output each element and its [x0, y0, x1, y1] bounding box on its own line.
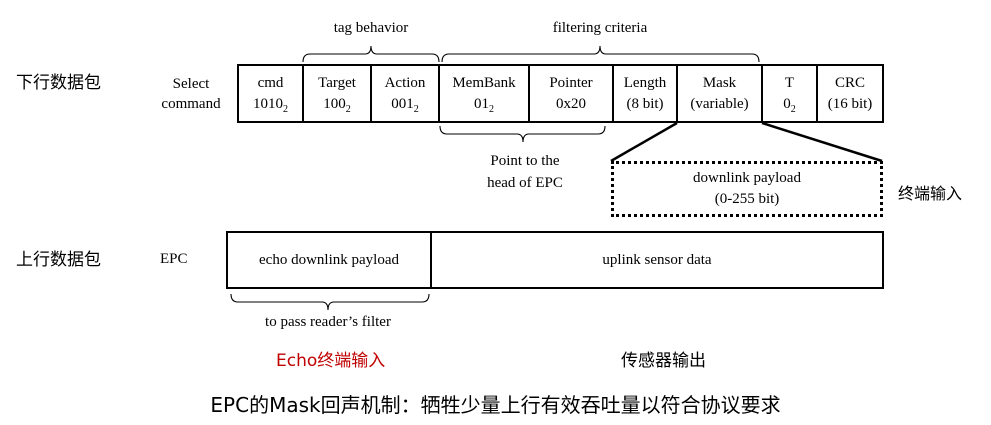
field-target-value: 1002 [323, 95, 351, 115]
field-crc-name: CRC [834, 74, 865, 91]
diagram-caption: EPC的Mask回声机制：牺牲少量上行有效吞吐量以符合协议要求 [210, 393, 781, 417]
terminal-input-label: 终端输入 [898, 184, 963, 203]
echo-terminal-input-label: Echo终端输入 [276, 351, 386, 371]
field-length-value: (8 bit) [626, 95, 664, 112]
tag-behavior-brace [302, 45, 440, 63]
field-target-name: Target [318, 74, 356, 91]
field-cmd-value: 10102 [253, 95, 288, 115]
field-pointer-value: 0x20 [556, 95, 586, 112]
tag-behavior-label: tag behavior [333, 20, 409, 36]
point-to-head-line2: head of EPC [487, 175, 563, 191]
downlink-payload-size: (0-255 bit) [714, 191, 780, 207]
uplink-packet-label: 上行数据包 [16, 250, 101, 270]
field-membank: MemBank 012 [438, 64, 530, 123]
point-to-head-line1: Point to the [490, 153, 560, 169]
filtering-criteria-label: filtering criteria [552, 20, 648, 36]
uplink-sensor-data-label: uplink sensor data [602, 251, 712, 268]
field-membank-name: MemBank [452, 74, 516, 91]
field-pointer-name: Pointer [549, 74, 593, 91]
field-t: T 02 [761, 64, 818, 123]
field-action-name: Action [384, 74, 426, 91]
field-length: Length (8 bit) [612, 64, 678, 123]
downlink-packet-label: 下行数据包 [16, 73, 101, 93]
field-t-value: 02 [783, 95, 796, 115]
echo-downlink-payload-field: echo downlink payload [226, 231, 432, 289]
field-cmd-name: cmd [257, 74, 284, 91]
downlink-payload-label: downlink payload [693, 170, 801, 186]
filtering-criteria-brace [441, 45, 760, 63]
field-crc: CRC (16 bit) [816, 64, 884, 123]
field-crc-value: (16 bit) [827, 95, 873, 112]
echo-downlink-payload-label: echo downlink payload [259, 251, 399, 268]
field-cmd: cmd 10102 [237, 64, 304, 123]
field-mask-value: (variable) [690, 95, 749, 112]
pass-filter-label: to pass reader’s filter [265, 314, 391, 330]
select-command-label-line2: command [161, 96, 221, 112]
field-mask: Mask (variable) [676, 64, 763, 123]
mask-expansion-line-right [761, 121, 883, 163]
field-length-name: Length [623, 74, 667, 91]
field-membank-value: 012 [474, 95, 494, 115]
sensor-output-label: 传感器输出 [621, 351, 706, 371]
select-command-label: Select command [150, 74, 232, 114]
field-mask-name: Mask [702, 74, 737, 91]
field-target: Target 1002 [302, 64, 372, 123]
point-to-head-label: Point to the head of EPC [455, 150, 595, 194]
downlink-payload-box: downlink payload (0-255 bit) [611, 161, 883, 217]
field-t-name: T [784, 74, 795, 91]
epc-label: EPC [160, 251, 188, 267]
pass-filter-brace [230, 293, 430, 311]
field-action-value: 0012 [391, 95, 419, 115]
uplink-sensor-data-field: uplink sensor data [430, 231, 884, 289]
point-to-head-brace [439, 125, 606, 143]
select-command-label-line1: Select [172, 76, 210, 92]
mask-expansion-line-left [610, 121, 678, 163]
field-pointer: Pointer 0x20 [528, 64, 614, 123]
field-action: Action 0012 [370, 64, 440, 123]
